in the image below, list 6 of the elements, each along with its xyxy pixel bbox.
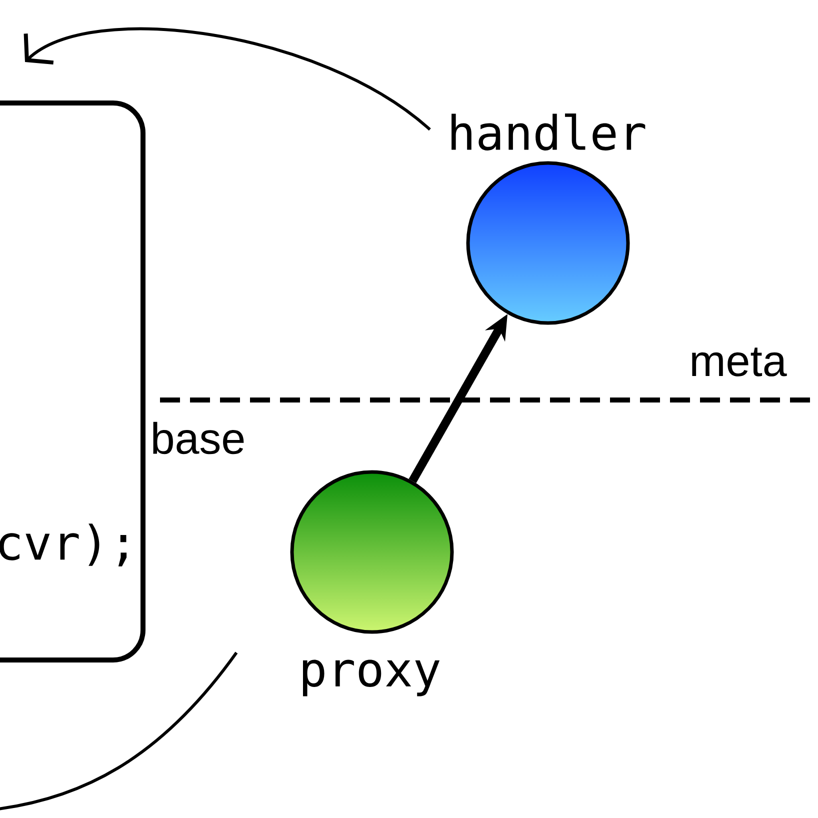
- curved-line: [0, 652, 238, 812]
- node-label: proxy: [303, 660, 440, 696]
- curved-arrow: [24, 27, 431, 131]
- node-label: handler: [452, 113, 646, 150]
- layer-label: base: [153, 422, 244, 454]
- layer-label: meta: [692, 348, 787, 376]
